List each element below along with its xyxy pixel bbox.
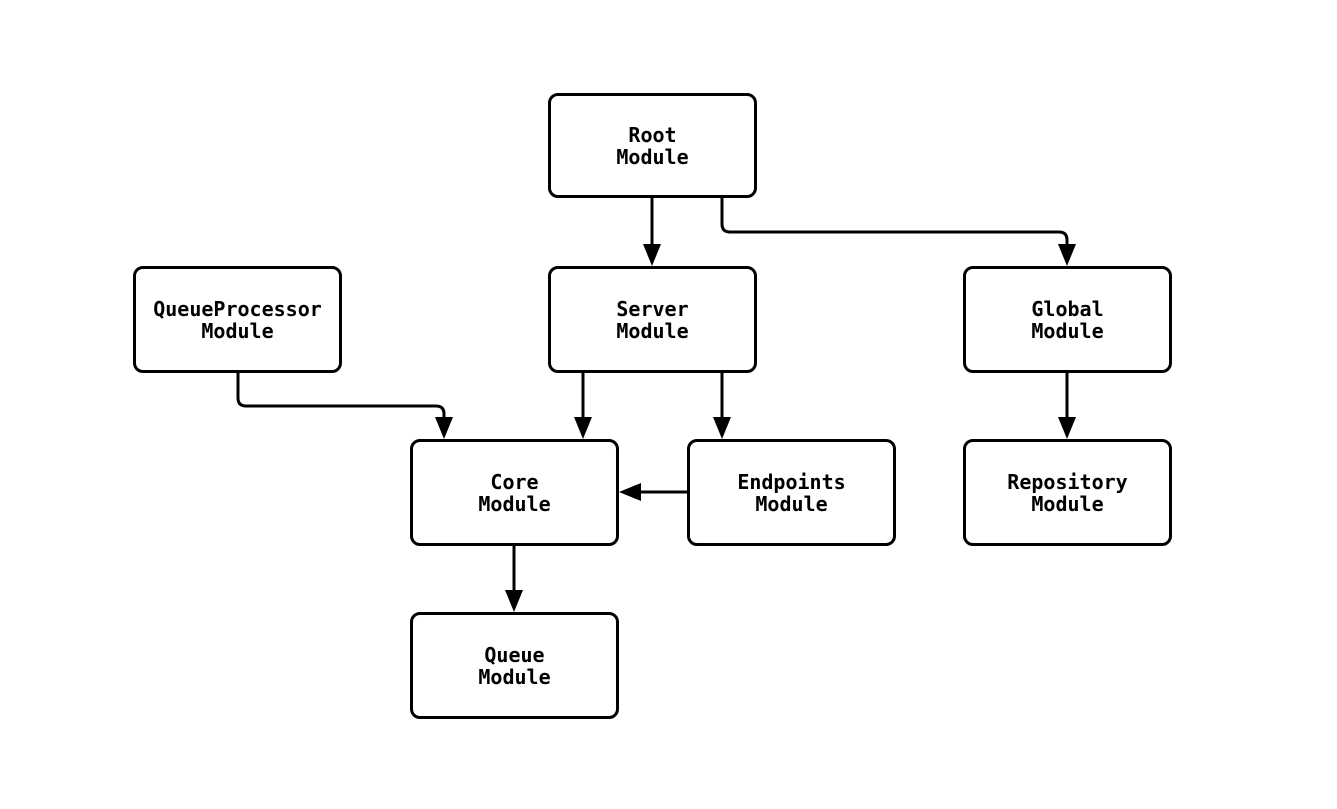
edge-queueprocessor-to-core (236, 373, 453, 439)
node-root-module: Root Module (548, 93, 757, 198)
node-queueprocessor-module: QueueProcessor Module (133, 266, 342, 373)
node-repository-module: Repository Module (963, 439, 1172, 546)
edge-root-to-global (720, 198, 1076, 266)
node-core-module: Core Module (410, 439, 619, 546)
node-queue-module: Queue Module (410, 612, 619, 719)
node-global-module: Global Module (963, 266, 1172, 373)
node-endpoints-module: Endpoints Module (687, 439, 896, 546)
node-server-module: Server Module (548, 266, 757, 373)
